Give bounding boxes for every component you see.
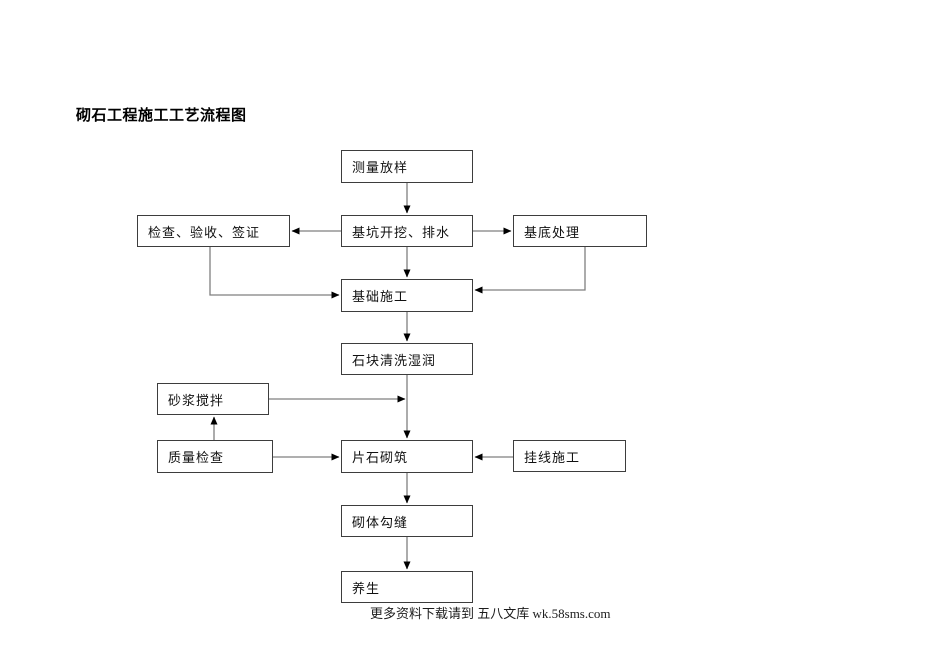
- flow-node-survey: 测量放样: [341, 150, 473, 183]
- flow-node-curing: 养生: [341, 571, 473, 603]
- flow-node-line-hanging: 挂线施工: [513, 440, 626, 472]
- page-title: 砌石工程施工工艺流程图: [76, 107, 247, 124]
- flow-node-quality-check: 质量检查: [157, 440, 273, 473]
- flow-node-label: 基础施工: [352, 289, 409, 304]
- flow-node-inspection: 检查、验收、签证: [137, 215, 290, 247]
- flow-node-label: 质量检查: [168, 450, 225, 465]
- flow-node-label: 检查、验收、签证: [148, 224, 261, 240]
- flow-node-base-treatment: 基底处理: [513, 215, 647, 247]
- flow-node-label: 养生: [352, 580, 381, 596]
- flow-node-excavation: 基坑开挖、排水: [341, 215, 473, 247]
- flow-node-stone-washing: 石块清洗湿润: [341, 343, 473, 375]
- flow-node-label: 基底处理: [524, 224, 581, 240]
- flow-edge-base-treatment-to-foundation: [474, 247, 586, 294]
- flow-node-label: 砂浆搅拌: [168, 392, 225, 408]
- flow-node-label: 片石砌筑: [352, 450, 409, 465]
- flow-node-label: 测量放样: [352, 160, 409, 175]
- flow-node-jointing: 砌体勾缝: [341, 505, 473, 537]
- flow-node-masonry: 片石砌筑: [341, 440, 473, 473]
- flow-node-label: 砌体勾缝: [352, 514, 409, 530]
- flow-node-foundation: 基础施工: [341, 279, 473, 312]
- flow-node-mortar-mixing: 砂浆搅拌: [157, 383, 269, 415]
- flow-edge-inspection-to-foundation: [209, 247, 340, 299]
- footer-watermark-text: 更多资料下载请到 五八文库 wk.58sms.com: [370, 606, 611, 621]
- flow-node-label: 基坑开挖、排水: [352, 224, 451, 240]
- flow-node-label: 石块清洗湿润: [352, 352, 437, 368]
- flow-node-label: 挂线施工: [524, 449, 581, 465]
